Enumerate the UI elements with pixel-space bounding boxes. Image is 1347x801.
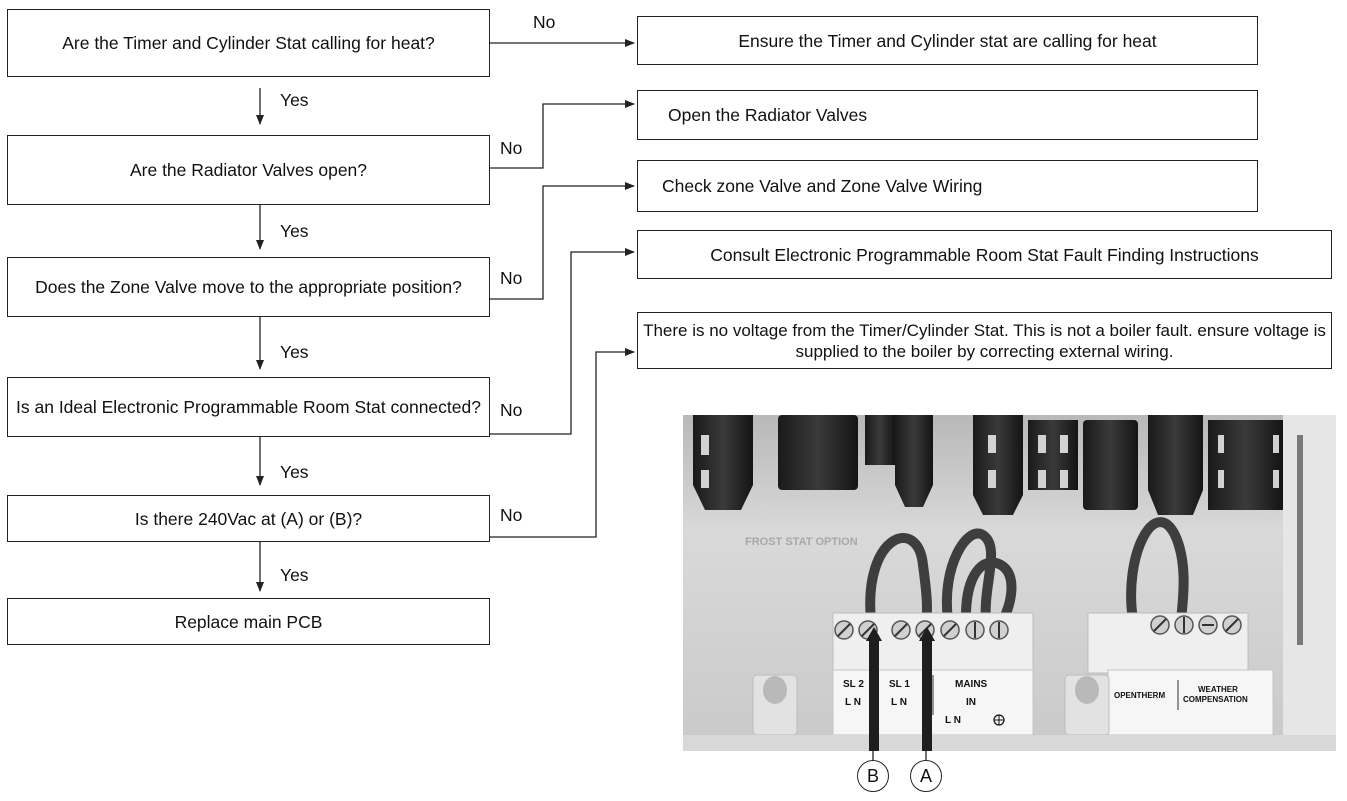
- terminal-block-illustration: FROST STAT OPTION: [683, 415, 1336, 751]
- no-label-4: No: [500, 400, 523, 420]
- action-check-zone-valve: Check zone Valve and Zone Valve Wiring: [637, 160, 1258, 212]
- label-sl-2: SL 2: [843, 679, 864, 690]
- question-radiator-valves: Are the Radiator Valves open?: [7, 135, 490, 205]
- no-label-5: No: [500, 505, 523, 525]
- pointer-b: [869, 635, 879, 751]
- action-ensure-calling-for-heat: Ensure the Timer and Cylinder stat are c…: [637, 16, 1258, 65]
- pointer-a: [922, 635, 932, 751]
- no-arrow-5: [490, 348, 635, 538]
- callout-a: A: [910, 760, 942, 792]
- question-240vac: Is there 240Vac at (A) or (B)?: [7, 495, 490, 542]
- no-label-2: No: [500, 138, 523, 158]
- label-sl-1: SL 1: [889, 679, 910, 690]
- replace-main-pcb-text: Replace main PCB: [174, 611, 323, 632]
- yes-label-1: Yes: [280, 90, 309, 110]
- action-open-radiator-valves-text: Open the Radiator Valves: [668, 105, 868, 125]
- terminal-block-photo: FROST STAT OPTION: [683, 415, 1336, 751]
- label-mains-sub: L N: [945, 715, 961, 726]
- action-open-radiator-valves: Open the Radiator Valves: [637, 90, 1258, 140]
- label-opentherm: OPENTHERM: [1114, 691, 1165, 700]
- yes-label-2: Yes: [280, 221, 309, 241]
- no-arrow-4: [490, 248, 635, 435]
- action-ensure-calling-for-heat-text: Ensure the Timer and Cylinder stat are c…: [738, 30, 1157, 51]
- replace-main-pcb: Replace main PCB: [7, 598, 490, 645]
- callout-b: B: [857, 760, 889, 792]
- label-sl-1-sub: L N: [891, 697, 907, 708]
- question-radiator-valves-text: Are the Radiator Valves open?: [129, 160, 368, 180]
- label-compensation: COMPENSATION: [1183, 695, 1248, 704]
- label-weather: WEATHER: [1198, 685, 1238, 694]
- action-check-zone-valve-text: Check zone Valve and Zone Valve Wiring: [662, 176, 983, 196]
- no-label-1: No: [533, 12, 556, 32]
- callout-a-text: A: [919, 765, 932, 786]
- callout-b-text: B: [866, 765, 879, 786]
- no-label-3: No: [500, 268, 523, 288]
- action-consult-room-stat: Consult Electronic Programmable Room Sta…: [637, 230, 1332, 279]
- action-no-voltage-text: There is no voltage from the Timer/Cylin…: [643, 320, 1326, 361]
- label-sl-2-sub: L N: [845, 697, 861, 708]
- yes-label-3: Yes: [280, 342, 309, 362]
- no-arrow-3: [490, 182, 635, 300]
- label-mains-in: IN: [966, 697, 976, 708]
- action-consult-room-stat-text: Consult Electronic Programmable Room Sta…: [710, 244, 1259, 265]
- action-no-voltage: There is no voltage from the Timer/Cylin…: [637, 312, 1332, 369]
- question-room-stat-text: Is an Ideal Electronic Programmable Room…: [16, 397, 481, 417]
- label-mains: MAINS: [955, 679, 988, 690]
- frost-stat-embossed: FROST STAT OPTION: [745, 536, 858, 548]
- question-240vac-text: Is there 240Vac at (A) or (B)?: [134, 508, 363, 529]
- question-timer-cylinder-stat: Are the Timer and Cylinder Stat calling …: [7, 9, 490, 77]
- no-arrow-2: [490, 100, 635, 169]
- question-zone-valve: Does the Zone Valve move to the appropri…: [7, 257, 490, 317]
- yes-label-5: Yes: [280, 565, 309, 585]
- question-zone-valve-text: Does the Zone Valve move to the appropri…: [35, 277, 462, 297]
- yes-label-4: Yes: [280, 462, 309, 482]
- question-timer-cylinder-stat-text: Are the Timer and Cylinder Stat calling …: [62, 33, 435, 53]
- question-room-stat: Is an Ideal Electronic Programmable Room…: [7, 377, 490, 437]
